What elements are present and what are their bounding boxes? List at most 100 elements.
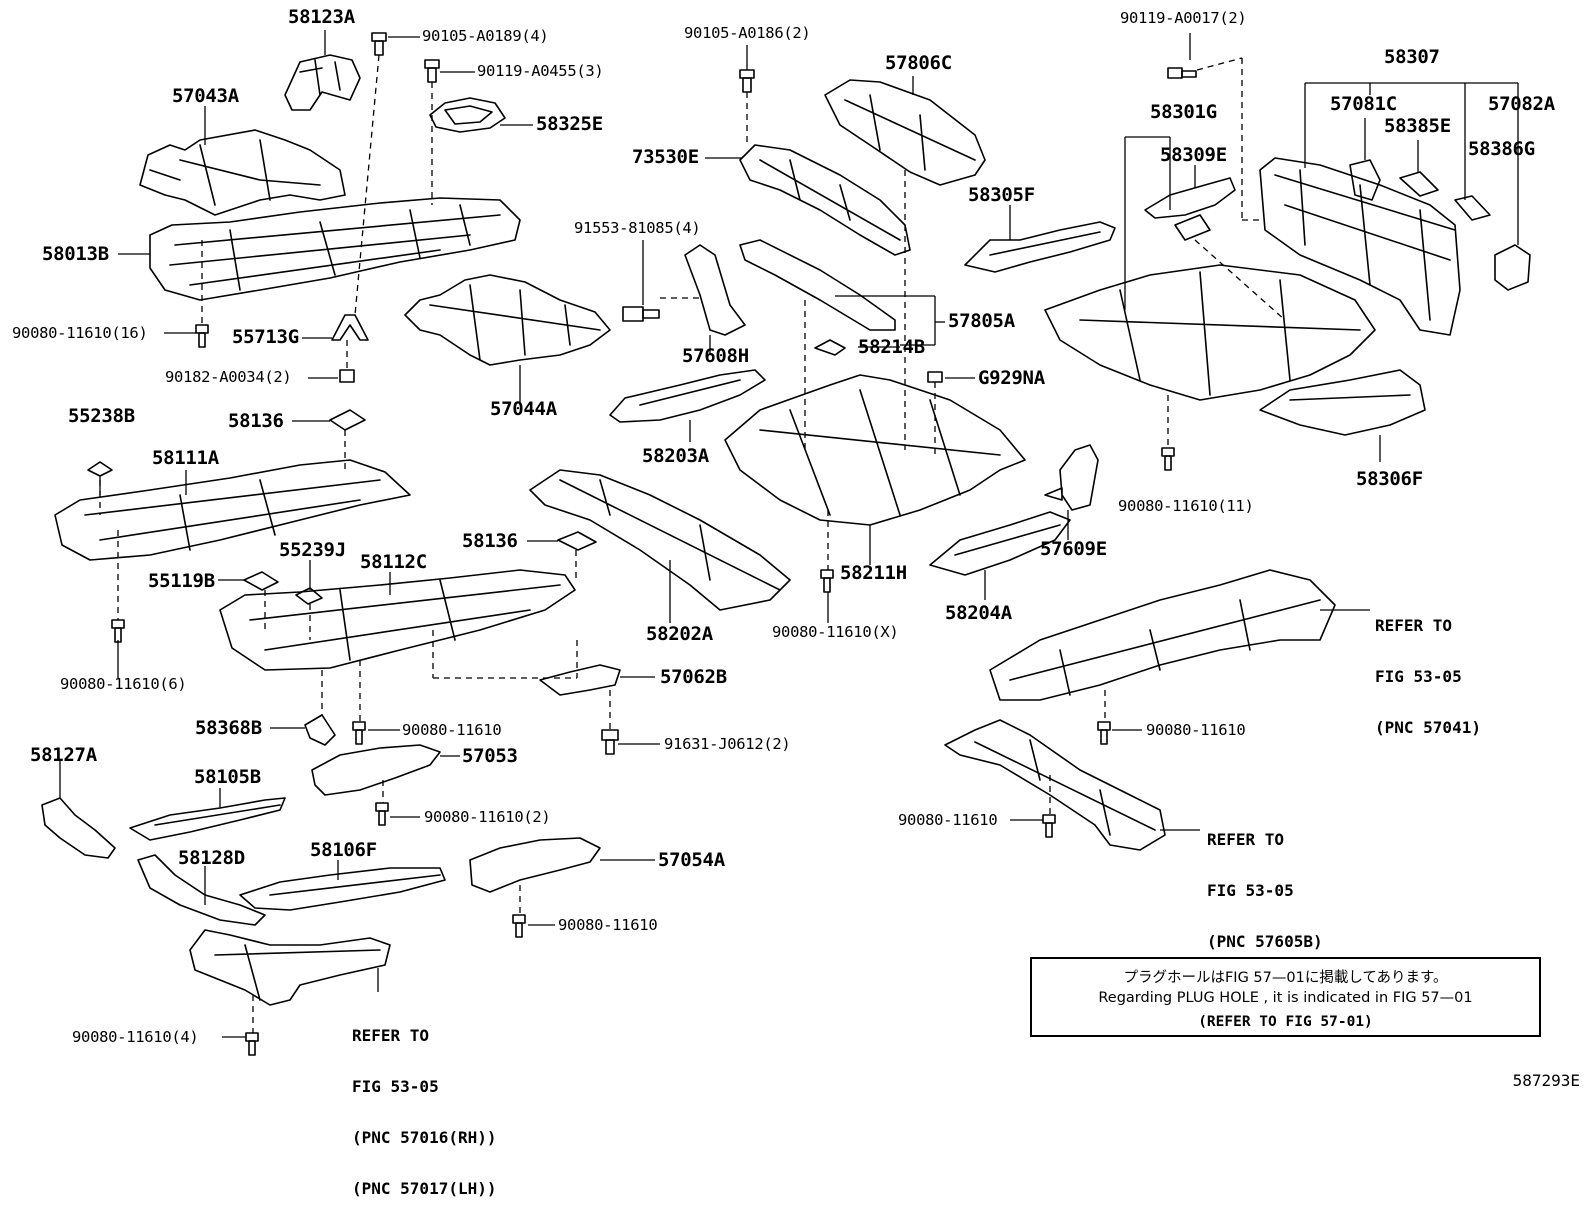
part-58106F-shape bbox=[239, 867, 446, 911]
clip-90080-4 bbox=[245, 1032, 259, 1056]
part-label-57806C: 57806C bbox=[885, 52, 952, 74]
refer-line: (PNC 57041) bbox=[1375, 718, 1481, 737]
clip-90080-6 bbox=[111, 619, 125, 643]
clip-90080-a bbox=[352, 721, 366, 745]
part-58128D-shape bbox=[137, 854, 266, 926]
part-label-57054A: 57054A bbox=[658, 849, 725, 871]
refer-line: FIG 53-05 bbox=[1207, 881, 1294, 900]
part-58301G-shape bbox=[1044, 264, 1376, 401]
part-58211H-shape bbox=[724, 374, 1026, 526]
part-58309E-shape bbox=[1144, 177, 1236, 241]
figure-id: 587293E bbox=[1512, 1071, 1580, 1090]
part-57043A-shape bbox=[139, 129, 346, 216]
fastener-label-90080-6: 90080-11610(6) bbox=[60, 675, 187, 693]
part-57062B-shape bbox=[539, 664, 621, 696]
part-57016-frame-shape bbox=[189, 929, 391, 1006]
part-label-58211H: 58211H bbox=[840, 562, 907, 584]
bolt-91631 bbox=[601, 729, 619, 755]
nut-90182 bbox=[339, 369, 355, 383]
part-label-58111A: 58111A bbox=[152, 447, 219, 469]
part-58105B-shape bbox=[129, 797, 286, 841]
part-label-57609E: 57609E bbox=[1040, 538, 1107, 560]
part-label-58128D: 58128D bbox=[178, 847, 245, 869]
part-label-57082A: 57082A bbox=[1488, 93, 1555, 115]
clip-90080-X bbox=[820, 569, 834, 593]
note-japanese: プラグホールはFIG 57—01に掲載してあります。 bbox=[1123, 970, 1448, 986]
fastener-label-90080-d: 90080-11610 bbox=[898, 811, 998, 829]
part-58306F-shape bbox=[1259, 369, 1426, 436]
part-58123A-shape bbox=[284, 54, 361, 111]
refer-to-57041: REFER TO FIG 53-05 (PNC 57041) bbox=[1375, 583, 1481, 770]
dashed-lines bbox=[99, 54, 1286, 1033]
bolt-91553 bbox=[622, 306, 660, 322]
part-label-55239J: 55239J bbox=[279, 539, 346, 561]
part-58127A-shape bbox=[41, 797, 116, 859]
part-57609E-shape bbox=[1044, 444, 1099, 511]
clip-90080-11 bbox=[1161, 447, 1175, 471]
part-57041-frame-shape bbox=[989, 569, 1336, 701]
fastener-label-91553-81085: 91553-81085(4) bbox=[574, 219, 701, 237]
part-label-58306F: 58306F bbox=[1356, 468, 1423, 490]
part-58202A-shape bbox=[529, 469, 791, 611]
part-label-58368B: 58368B bbox=[195, 717, 262, 739]
bolt-90105-A0186 bbox=[739, 69, 755, 93]
fastener-label-90080-b: 90080-11610 bbox=[558, 916, 658, 934]
part-58214B-shape bbox=[814, 339, 846, 356]
part-label-73530E: 73530E bbox=[632, 146, 699, 168]
part-58136b-shape bbox=[557, 531, 597, 551]
diagram-drawing bbox=[41, 30, 1531, 1056]
fastener-label-90080-16: 90080-11610(16) bbox=[12, 324, 148, 342]
part-label-57053: 57053 bbox=[462, 745, 518, 767]
fastener-label-90080-2: 90080-11610(2) bbox=[424, 808, 551, 826]
part-57053-shape bbox=[311, 744, 441, 796]
fastener-label-90080-4: 90080-11610(4) bbox=[72, 1028, 199, 1046]
part-58305F-shape bbox=[964, 221, 1116, 273]
part-label-58204A: 58204A bbox=[945, 602, 1012, 624]
refer-line: REFER TO bbox=[1375, 616, 1453, 635]
part-58368B-shape bbox=[304, 714, 336, 746]
refer-line: REFER TO bbox=[1207, 830, 1285, 849]
part-58112C-shape bbox=[219, 569, 576, 671]
bolt-90119-A0455 bbox=[424, 59, 440, 83]
fastener-label-90080-11: 90080-11610(11) bbox=[1118, 497, 1254, 515]
part-58136a-shape bbox=[329, 409, 366, 431]
part-73530E-shape bbox=[739, 144, 911, 256]
part-label-57043A: 57043A bbox=[172, 85, 239, 107]
part-label-57044A: 57044A bbox=[490, 398, 557, 420]
fastener-label-90182-A0034: 90182-A0034(2) bbox=[165, 368, 292, 386]
fastener-label-90105-A0189: 90105-A0189(4) bbox=[422, 27, 549, 45]
part-57805A-shape bbox=[739, 239, 896, 331]
part-label-58214B: 58214B bbox=[858, 336, 925, 358]
part-label-58112C: 58112C bbox=[360, 551, 427, 573]
part-label-58307: 58307 bbox=[1384, 46, 1440, 68]
part-label-57081C: 57081C bbox=[1330, 93, 1397, 115]
part-58111A-shape bbox=[54, 459, 411, 561]
clip-90080-2 bbox=[375, 802, 389, 826]
leader-lines bbox=[59, 30, 1519, 1038]
refer-to-57016: REFER TO FIG 53-05 (PNC 57016(RH)) (PNC … bbox=[352, 993, 497, 1231]
part-55713G-shape bbox=[331, 314, 369, 341]
part-58203A-shape bbox=[609, 369, 766, 423]
part-label-57805A: 57805A bbox=[948, 310, 1015, 332]
part-58013B-shape bbox=[149, 197, 521, 301]
part-57082A-shape bbox=[1494, 244, 1531, 291]
refer-line: (PNC 57017(LH)) bbox=[352, 1179, 497, 1198]
fastener-label-90119-A0017: 90119-A0017(2) bbox=[1120, 9, 1247, 27]
part-58386G-shape bbox=[1454, 195, 1491, 221]
refer-to-57605B: REFER TO FIG 53-05 (PNC 57605B) bbox=[1207, 797, 1323, 984]
parts-diagram: 58123A 90105-A0189(4) 90119-A0455(3) 583… bbox=[12, 8, 1580, 1198]
part-label-G929NA: G929NA bbox=[978, 367, 1045, 389]
part-57605B-frame-shape bbox=[944, 719, 1166, 851]
part-57081C-shape bbox=[1349, 159, 1381, 201]
note-english: Regarding PLUG HOLE , it is indicated in… bbox=[1098, 990, 1473, 1006]
part-label-55238B: 55238B bbox=[68, 405, 135, 427]
part-label-58136-a: 58136 bbox=[228, 410, 284, 432]
part-55119B-shape bbox=[243, 571, 279, 591]
refer-line: FIG 53-05 bbox=[1375, 667, 1462, 686]
fastener-label-90080-X: 90080-11610(X) bbox=[772, 623, 899, 641]
plug-hole-note-box: プラグホールはFIG 57—01に掲載してあります。 Regarding PLU… bbox=[1030, 957, 1541, 1037]
fastener-label-90080-a: 90080-11610 bbox=[402, 721, 502, 739]
clip-90080-c bbox=[1097, 721, 1111, 745]
bolt-90105-A0189 bbox=[371, 32, 387, 56]
part-58307-shape bbox=[1259, 157, 1461, 336]
